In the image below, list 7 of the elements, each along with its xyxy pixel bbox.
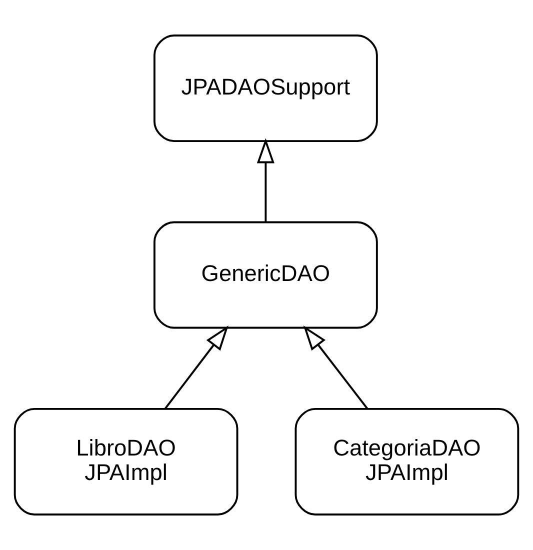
arrow bbox=[164, 325, 228, 410]
node-box: JPADAOSupport bbox=[153, 34, 378, 142]
arrow bbox=[303, 326, 368, 410]
node-box: GenericDAO bbox=[153, 221, 378, 329]
arrow bbox=[256, 138, 274, 222]
node-box: CategoriaDAO JPAImpl bbox=[294, 408, 520, 516]
node-box: LibroDAO JPAImpl bbox=[14, 408, 238, 516]
